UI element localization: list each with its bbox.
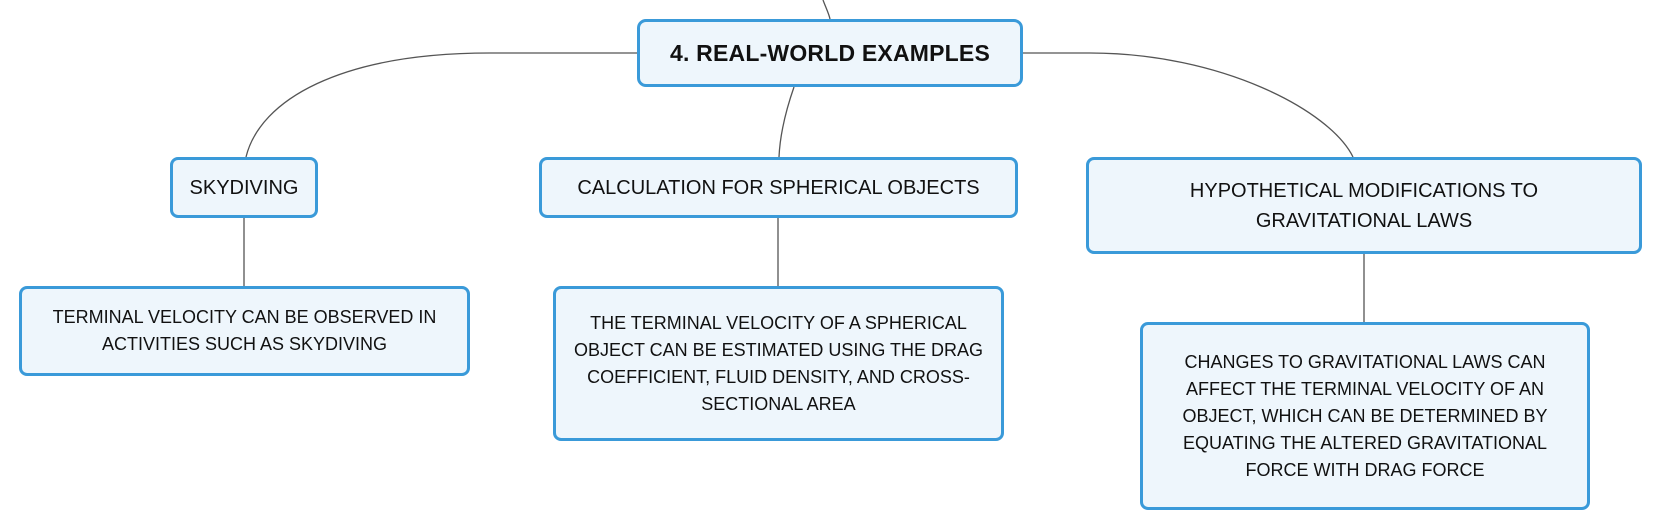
connector-root-to-skydiving [245, 52, 637, 158]
topic-node-skydiving[interactable]: SKYDIVING [170, 157, 318, 218]
topic-node-spherical-calculation[interactable]: CALCULATION FOR SPHERICAL OBJECTS [539, 157, 1018, 218]
subtopic-text-spherical-calculation: THE TERMINAL VELOCITY OF A SPHERICAL OBJ… [573, 312, 984, 414]
subtopic-node-spherical-calculation[interactable]: THE TERMINAL VELOCITY OF A SPHERICAL OBJ… [553, 286, 1004, 441]
topic-node-hypothetical-modifications[interactable]: HYPOTHETICAL MODIFICATIONS TO GRAVITATIO… [1086, 157, 1642, 254]
topic-label-hypothetical-modifications: HYPOTHETICAL MODIFICATIONS TO GRAVITATIO… [1189, 179, 1539, 232]
subtopic-node-skydiving[interactable]: TERMINAL VELOCITY CAN BE OBSERVED IN ACT… [19, 286, 470, 376]
subtopic-text-skydiving: TERMINAL VELOCITY CAN BE OBSERVED IN ACT… [52, 307, 437, 354]
subtopic-text-hypothetical-modifications: CHANGES TO GRAVITATIONAL LAWS CAN AFFECT… [1182, 351, 1548, 480]
root-topic-label: 4. REAL-WORLD EXAMPLES [669, 39, 991, 66]
connector-root-to-hypothetical [1023, 52, 1354, 158]
connector-parent-to-root [822, 0, 831, 20]
topic-label-skydiving: SKYDIVING [189, 176, 299, 199]
topic-label-spherical-calculation: CALCULATION FOR SPHERICAL OBJECTS [577, 176, 980, 199]
subtopic-node-hypothetical-modifications[interactable]: CHANGES TO GRAVITATIONAL LAWS CAN AFFECT… [1140, 322, 1590, 510]
connector-root-to-calculation [778, 86, 795, 158]
root-topic-node[interactable]: 4. REAL-WORLD EXAMPLES [637, 19, 1023, 87]
